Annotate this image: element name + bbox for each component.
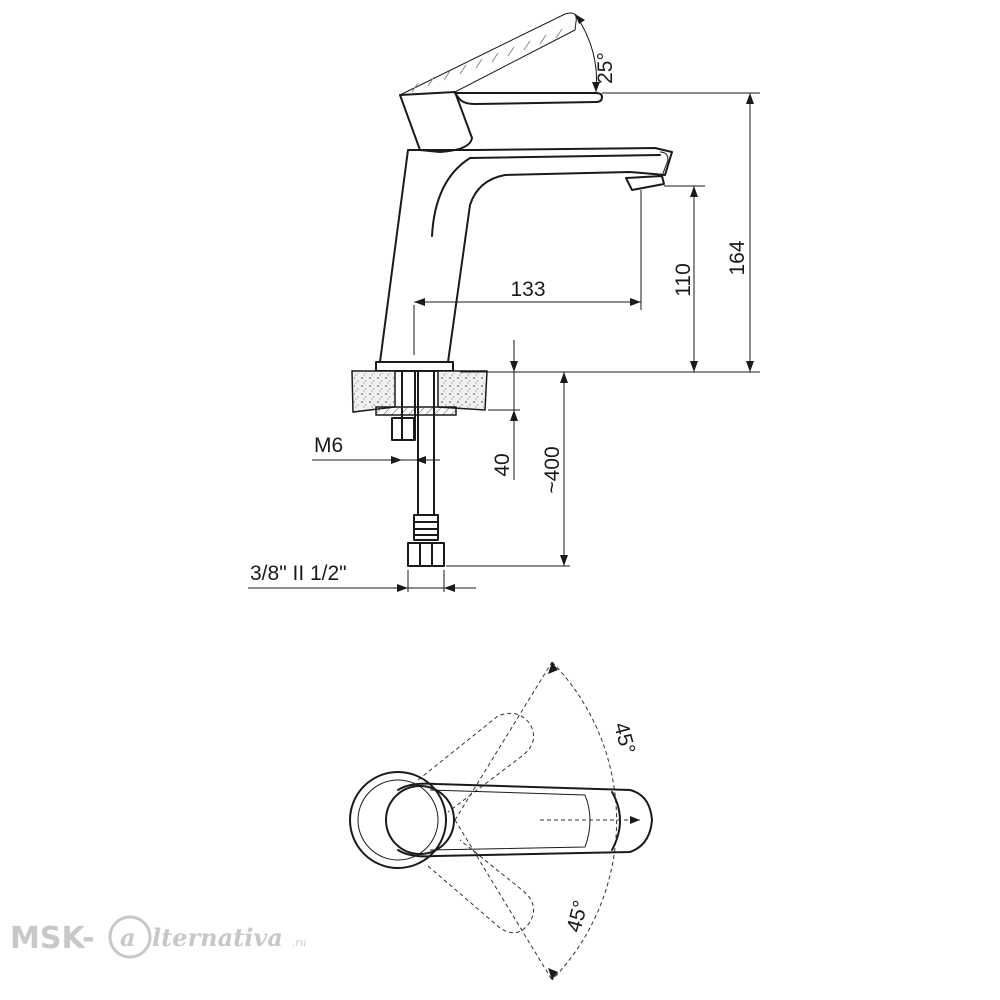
lever-rotated-right [427,839,535,934]
spout-inner-curve [431,154,661,237]
spout-aerator [625,175,665,191]
dim-deck-thickness: 40 [491,453,514,476]
dim-total-height: 164 [726,240,749,275]
lever-horizontal [454,92,603,105]
dim-mount-stud: M6 [314,434,343,457]
lever-handle-body [399,91,473,153]
dim-spout-height: 110 [672,263,695,296]
top-spout-tip [611,791,621,851]
base-flange [375,361,454,372]
dim-rotation-right: 45° [563,898,593,935]
watermark-logo: MSK- a lternativa .ru [10,915,306,959]
lever-raised-outline [399,12,577,96]
stud-nut [391,417,415,441]
lever-rotated-left [417,712,535,813]
dim-hose-length: ~400 [541,446,564,493]
hose-ferrule [413,514,439,541]
dim-lever-angle: 25° [594,52,617,84]
dim-rotation-left: 45° [609,720,639,757]
top-handle-disk [385,785,455,855]
faucet-body [379,147,673,363]
rotation-arc [551,661,618,981]
top-base-inner [357,779,439,861]
watermark-script: lternativa [152,923,283,952]
watermark-tld: .ru [292,938,306,949]
lever-raised-hatch [411,28,563,93]
deck-right-speckle [440,373,484,408]
spout-tip [659,151,669,177]
top-base-ring [349,771,447,869]
side-view: 25° 164 110 133 40 ~400 [248,12,760,592]
dim-connection: 3/8" II 1/2" [250,562,347,585]
dim-spout-reach: 133 [510,278,545,301]
watermark-brand: MSK- [10,921,95,956]
watermark-at-letter: a [120,923,136,952]
top-spout-body [397,782,653,858]
top-view: 45° 45° [349,661,653,981]
hose-nut [407,542,445,567]
deck-left-speckle [354,373,394,409]
watermark-at-ring [108,915,152,959]
